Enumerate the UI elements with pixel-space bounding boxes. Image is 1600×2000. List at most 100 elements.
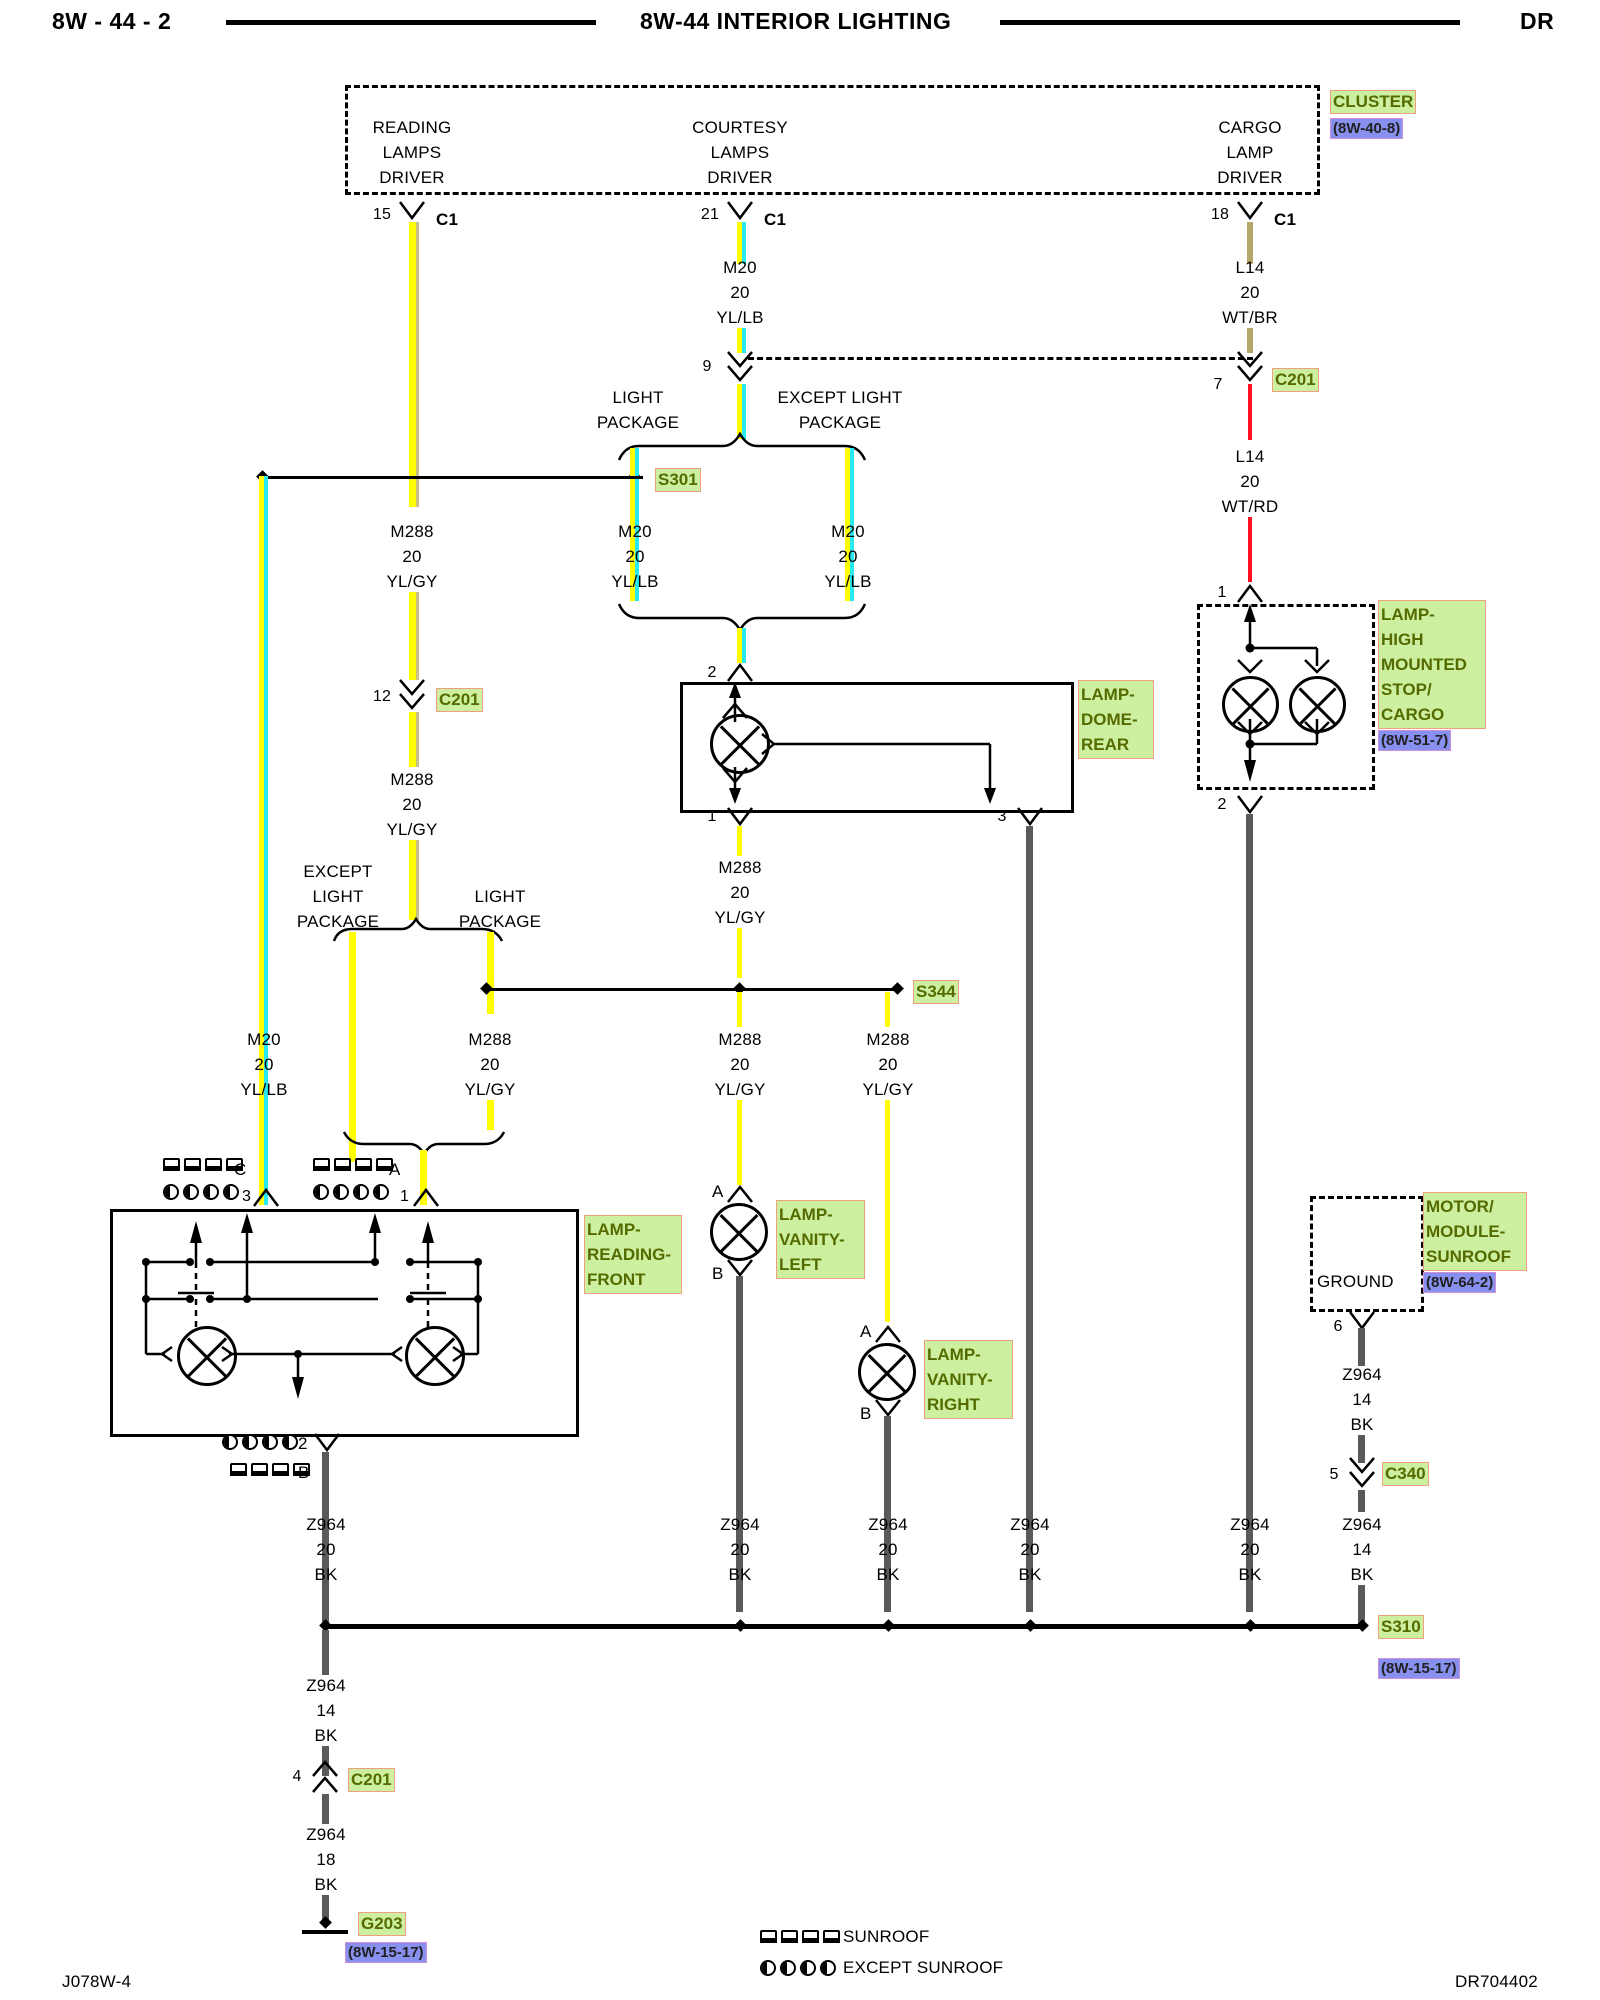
- wire-z964-c-color: BK: [876, 1565, 900, 1584]
- courtesy-opt-right-line2: PACKAGE: [798, 413, 882, 432]
- wire-l14-wtbr-id: L14: [1235, 258, 1265, 277]
- wire-m288-reading-stripe1: [416, 222, 419, 507]
- connector-c201-ground-icon: [312, 1760, 338, 1793]
- wire-m20-exlp-branch-stripe: [850, 448, 854, 601]
- wire-m20-top-gauge: 20: [730, 283, 750, 302]
- driver-courtesy-line3: DRIVER: [707, 168, 773, 187]
- wire-z964-sunroof-id: Z964: [1342, 1365, 1382, 1384]
- wire-m288-reading-seg2: [409, 592, 416, 680]
- wire-m20-mid-id: M20: [618, 522, 652, 541]
- wire-z964-f-color: BK: [1350, 1565, 1374, 1584]
- connector-c1-courtesy-icon: [727, 201, 753, 221]
- pin-2-hmsc: 2: [1217, 796, 1227, 813]
- s310-dot-3: [882, 1619, 895, 1632]
- connector-c201-reading-label: C201: [436, 688, 483, 712]
- wire-m288-dome-seg2: [737, 928, 742, 978]
- legend-glyph-sunroof: [760, 1930, 840, 1943]
- driver-courtesy-line2: LAMPS: [710, 143, 770, 162]
- wire-m20-courtesy-seg1: [737, 222, 742, 264]
- glyph-row-except-sunroof-c: [163, 1184, 239, 1200]
- wire-z964-g203-seg4: [322, 1895, 329, 1922]
- sunroof-icon: [230, 1463, 247, 1476]
- wire-m20-left-stripe: [264, 476, 268, 1164]
- wire-m288-b-gauge: 20: [402, 795, 422, 814]
- motor-module-sunroof-label: MOTOR/ MODULE- SUNROOF: [1423, 1192, 1527, 1271]
- pin-18-label: 18: [1210, 206, 1230, 223]
- except-sunroof-icon: [242, 1434, 258, 1450]
- connector-c201-ground-label: C201: [348, 1768, 395, 1792]
- pin-a-vanity-left: A: [712, 1182, 724, 1201]
- except-sunroof-icon: [163, 1184, 179, 1200]
- pin-1-hmsc: 1: [1217, 584, 1227, 601]
- c201-dashed-bus: [748, 357, 1253, 360]
- hmsc-bulb-left: [1222, 676, 1279, 733]
- connector-c201-cargo-icon: [1237, 351, 1263, 382]
- wire-z964-a-seg2: [322, 1585, 329, 1628]
- wire-z964-a-gauge: 20: [316, 1540, 336, 1559]
- connector-c201-reading-icon: [399, 679, 425, 710]
- wire-m288-d-id: M288: [718, 858, 762, 877]
- except-sunroof-icon: [353, 1184, 369, 1200]
- wire-except-lp-branch: [349, 932, 356, 1162]
- cluster-box-top: [345, 85, 1320, 88]
- wire-l14-red-seg2: [1248, 517, 1252, 582]
- connector-vanity-right-a-icon: [875, 1324, 901, 1343]
- wire-m288-vanity-right-seg1: [885, 992, 890, 1027]
- wire-m288-e-color: YL/GY: [714, 1080, 766, 1099]
- wire-m288-f-gauge: 20: [878, 1055, 898, 1074]
- cluster-box-right: [1317, 85, 1320, 195]
- glyph-row-sunroof-a: [313, 1158, 393, 1171]
- wire-z964-reading-ground: [322, 1452, 329, 1612]
- option-split-bracket-courtesy: [617, 431, 867, 461]
- wire-m288-c-id: M288: [468, 1030, 512, 1049]
- g203-ground-bar: [302, 1930, 348, 1934]
- sunroof-icon: [802, 1930, 819, 1943]
- footer-document-number: DR704402: [1455, 1972, 1538, 1991]
- courtesy-opt-right-line1: EXCEPT LIGHT: [777, 388, 903, 407]
- splice-s344-label: S344: [913, 980, 959, 1004]
- motor-module-sunroof-box: [1310, 1196, 1424, 1312]
- wire-m288-c-color: YL/GY: [464, 1080, 516, 1099]
- wire-z964-f-seg2: [1358, 1585, 1365, 1628]
- lamp-hmsc-reference: (8W-51-7): [1378, 730, 1452, 751]
- connector-c1-courtesy-label: C1: [764, 210, 787, 229]
- opt-right-line1: LIGHT: [474, 887, 526, 906]
- driver-cargo-line3: DRIVER: [1217, 168, 1283, 187]
- wire-l14-seg1: [1247, 222, 1253, 264]
- motor-module-sunroof-reference: (8W-64-2): [1423, 1272, 1497, 1293]
- wire-z964-g203-top-id: Z964: [306, 1676, 346, 1695]
- wire-reading-front-pin1: [420, 1150, 427, 1205]
- sunroof-icon: [760, 1930, 777, 1943]
- vanity-right-bulb: [858, 1343, 916, 1401]
- wire-l14-wtrd-color: WT/RD: [1221, 497, 1279, 516]
- legend-label-sunroof: SUNROOF: [843, 1927, 930, 1946]
- connector-c201-cargo-label: C201: [1272, 368, 1319, 392]
- wire-z964-e-color: BK: [1238, 1565, 1262, 1584]
- wire-m20-left-id: M20: [247, 1030, 281, 1049]
- header-rule-left: [226, 20, 596, 25]
- wire-lp-branch-top: [487, 932, 494, 1014]
- dome-lamp-bulb: [710, 714, 770, 774]
- driver-reading-line1: READING: [372, 118, 452, 137]
- wire-z964-sunroof-seg1: [1358, 1328, 1365, 1366]
- glyph-row-sunroof-c: [163, 1158, 243, 1171]
- wire-m288-reading-seg3: [409, 712, 416, 767]
- wire-m288-reading-stripe4: [416, 840, 419, 920]
- page-number-left: 8W - 44 - 2: [52, 8, 172, 34]
- pin-4-c201-ground: 4: [292, 1768, 302, 1785]
- wire-z964-c-gauge: 20: [878, 1540, 898, 1559]
- wire-m20-to-dome: [737, 628, 742, 663]
- sunroof-icon: [205, 1158, 222, 1171]
- connector-c1-reading-label: C1: [436, 210, 459, 229]
- connector-hmsc-pin2-icon: [1237, 795, 1263, 815]
- connector-c1-cargo-label: C1: [1274, 210, 1297, 229]
- connector-pin3-reading-icon: [253, 1187, 279, 1207]
- wire-m288-a-color: YL/GY: [386, 572, 438, 591]
- wire-m288-vanity-left-seg1: [737, 992, 742, 1027]
- lamp-hmsc-box: [1197, 604, 1375, 790]
- except-sunroof-icon: [760, 1960, 776, 1976]
- wire-m288-f-id: M288: [866, 1030, 910, 1049]
- ground-g203-reference: (8W-15-17): [345, 1942, 427, 1963]
- wire-m288-d-color: YL/GY: [714, 908, 766, 927]
- wire-m20-top-color: YL/LB: [716, 308, 764, 327]
